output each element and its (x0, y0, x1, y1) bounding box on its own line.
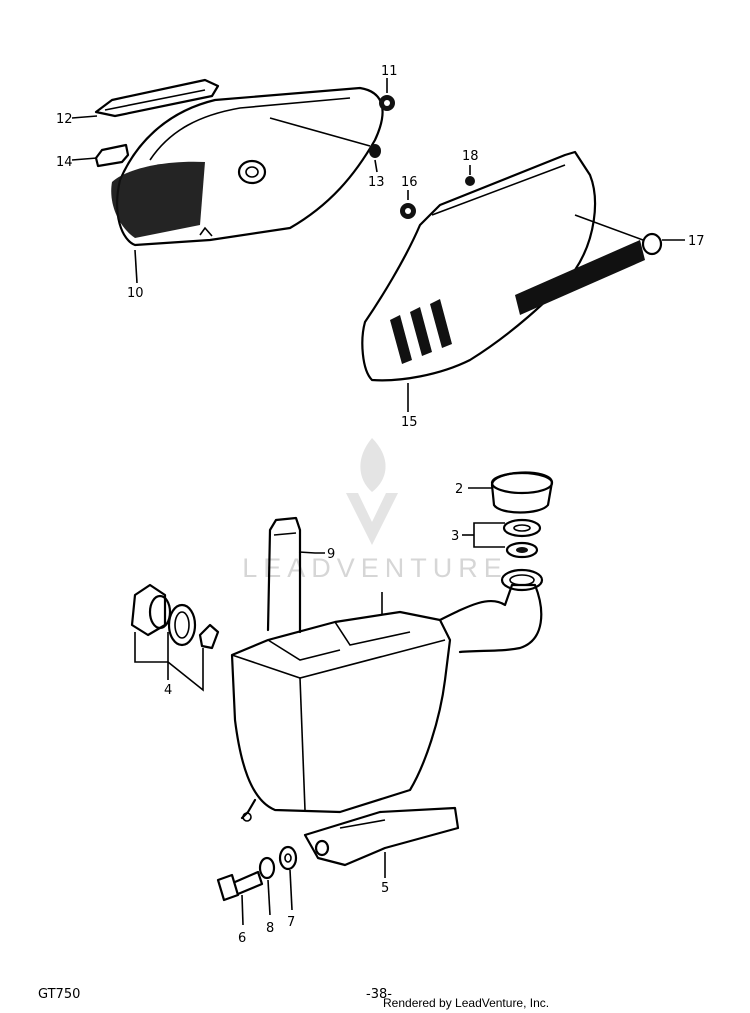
callout-11: 11 (381, 64, 398, 79)
part-14-emblem (94, 143, 130, 168)
callout-7: 7 (287, 915, 295, 930)
part-11-nut (379, 95, 395, 111)
part-5-bracket (303, 806, 460, 867)
callout-17: 17 (688, 234, 705, 249)
callout-6: 6 (238, 931, 246, 946)
callout-14: 14 (56, 155, 73, 170)
part-18-nut (465, 176, 475, 186)
callout-18: 18 (462, 149, 479, 164)
callout-8: 8 (266, 921, 274, 936)
part-4-fitting-set (130, 583, 220, 650)
callout-15: 15 (401, 415, 418, 430)
part-right-side-cover (361, 150, 663, 382)
watermark-text: LEADVENTURE (242, 553, 508, 583)
render-credit: Rendered by LeadVenture, Inc. (383, 996, 550, 1010)
part-3-seals (502, 518, 542, 559)
part-8-washer (258, 856, 276, 880)
callout-5: 5 (381, 881, 389, 896)
callout-13: 13 (368, 175, 385, 190)
callout-10: 10 (127, 286, 144, 301)
model-label: GT750 (38, 987, 81, 1002)
part-6-bolt (216, 870, 264, 902)
part-9-strap (266, 516, 302, 634)
callout-numbers: 11 12 14 13 10 16 18 17 15 2 3 9 4 5 6 8… (56, 64, 705, 946)
part-2-filler-cap (490, 471, 554, 514)
page-number: -38- (366, 987, 392, 1002)
callout-9: 9 (327, 547, 335, 562)
part-7-washer (278, 845, 298, 871)
callout-16: 16 (401, 175, 418, 190)
part-left-side-cover (111, 86, 384, 247)
callout-2: 2 (455, 482, 463, 497)
part-13-grommet (369, 144, 381, 158)
watermark: LEADVENTURE (242, 438, 508, 583)
callout-12: 12 (56, 112, 73, 127)
callout-3: 3 (451, 529, 459, 544)
leader-lines (71, 78, 685, 926)
part-oil-tank (230, 568, 544, 822)
part-12-trim-strip (94, 78, 220, 118)
callout-4: 4 (164, 683, 172, 698)
part-16-grommet (400, 203, 416, 219)
